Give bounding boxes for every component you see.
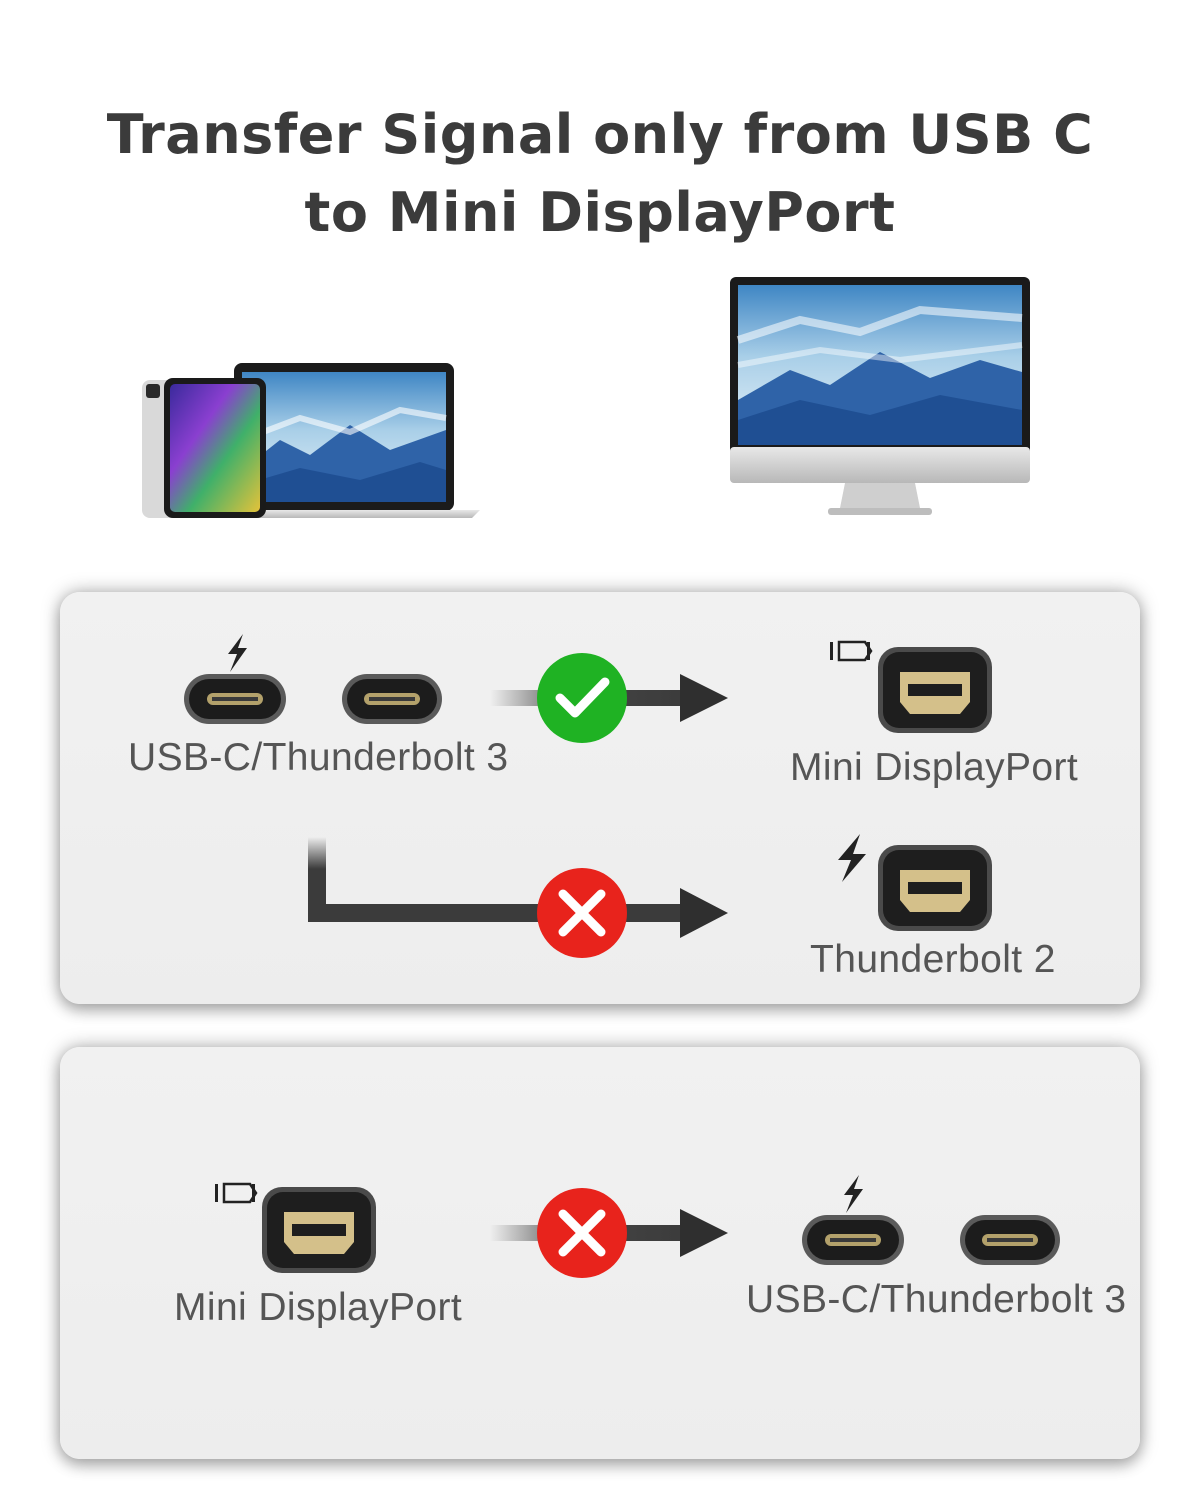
usb-c-port-icon xyxy=(802,1215,904,1265)
usb-c-port-icon xyxy=(342,674,442,724)
cross-icon xyxy=(537,1188,627,1278)
laptop-icon xyxy=(200,363,480,518)
compatibility-panel-minidp-to-usbc: Mini DisplayPort USB-C/Thunderbolt 3 xyxy=(60,1047,1140,1459)
check-icon xyxy=(537,653,627,743)
compatibility-diagram-1 xyxy=(184,634,992,958)
displayport-logo-icon xyxy=(215,1182,258,1204)
lightning-bolt-icon xyxy=(228,634,247,672)
target-label-minidp: Mini DisplayPort xyxy=(790,746,1079,789)
incompatible-arrow-tb2 xyxy=(308,837,728,938)
source-label-minidp: Mini DisplayPort xyxy=(174,1286,463,1329)
mini-displayport-port-icon xyxy=(878,647,992,733)
usb-c-port-icon xyxy=(184,674,286,724)
compatibility-diagram-2 xyxy=(215,1175,1060,1278)
thunderbolt-2-port-icon xyxy=(878,845,992,931)
lightning-bolt-icon xyxy=(838,834,866,882)
target-label-usbc-tb3: USB-C/Thunderbolt 3 xyxy=(746,1278,1127,1321)
page-title: Transfer Signal only from USB C to Mini … xyxy=(0,96,1200,252)
usb-c-port-icon xyxy=(960,1215,1060,1265)
devices-illustration xyxy=(142,277,1030,518)
monitor-icon xyxy=(730,277,1030,515)
tablet-icon xyxy=(142,378,266,518)
target-label-tb2: Thunderbolt 2 xyxy=(810,938,1056,981)
title-line-1: Transfer Signal only from USB C xyxy=(106,103,1094,166)
cross-icon xyxy=(537,868,627,958)
title-line-2: to Mini DisplayPort xyxy=(304,181,896,244)
lightning-bolt-icon xyxy=(844,1175,863,1213)
displayport-logo-icon xyxy=(830,640,873,662)
source-label-usbc-tb3: USB-C/Thunderbolt 3 xyxy=(128,736,509,779)
mini-displayport-port-icon xyxy=(262,1187,376,1273)
compatibility-panel-usbc-to-minidp: USB-C/Thunderbolt 3 Mini DisplayPort Thu… xyxy=(60,592,1140,1004)
